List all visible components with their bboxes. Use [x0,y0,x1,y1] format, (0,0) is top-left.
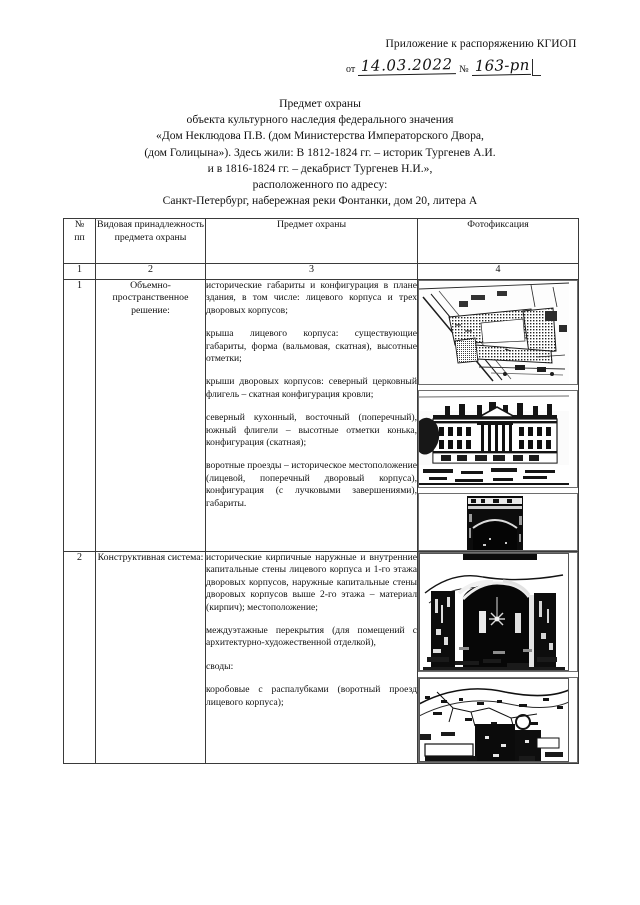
protection-subject-table: № пп Видовая принадлежность предмета охр… [63,218,579,764]
stamp-bracket-mark [532,59,542,76]
subject-paragraph: воротные проезды – историческое местопол… [206,460,417,509]
subject-paragraph: коробовые с распалубками (воротный проез… [206,684,417,708]
vault-detail-photo [418,677,578,763]
approval-title: Приложение к распоряжению КГИОП [385,38,577,50]
approval-number-value: 163-рп [471,56,531,76]
subject-paragraph: междуэтажные перекрытия (для помещений с… [206,625,417,649]
table-row: 2 Конструктивная система: исторические к… [63,551,579,764]
title-line-3: «Дом Неклюдова П.В. (дом Министерства Им… [156,129,484,143]
header-cell-kind: Видовая принадлежность предмета охраны [95,218,206,264]
table-column-number-row: 1 2 3 4 [63,263,579,280]
row-subject: исторические кирпичные наружные и внутре… [205,551,418,764]
title-address-line: Санкт-Петербург, набережная реки Фонтанк… [162,194,478,208]
title-line-4: (дом Голицына»). Здесь жили: В 1812-1824… [144,145,496,159]
subject-paragraph: своды: [206,660,234,672]
subject-paragraph: крыши дворовых корпусов: северный церков… [206,376,417,400]
row-number: 2 [63,551,96,764]
gate-archway-photo [418,493,578,551]
column-number-4: 4 [417,263,579,280]
approval-date-number-line: от 14.03.2022 № 163-рп [346,55,616,76]
vaulted-passage-interior-photo [418,552,578,672]
page-title: Предмет охраны [279,97,361,110]
row-photos [417,279,579,552]
header-number-line2: пп [74,231,85,243]
approval-date-value: 14.03.2022 [357,55,457,76]
row-photos [417,551,579,764]
title-line-5: и в 1816-1824 гг. – декабрист Тургенев Н… [207,161,433,175]
column-number-1: 1 [63,263,96,280]
subject-paragraph: исторические кирпичные наружные и внутре… [206,552,417,613]
header-cell-photo: Фотофиксация [417,218,579,264]
column-number-3: 3 [205,263,418,280]
row-subject: исторические габариты и конфигурация в п… [205,279,418,552]
row-kind: Конструктивная система: [95,551,206,764]
column-number-2: 2 [95,263,206,280]
header-cell-number: № пп [63,218,96,264]
subject-paragraph: крыша лицевого корпуса: существующие габ… [206,328,417,365]
approval-stamp: Приложение к распоряжению КГИОП от 14.03… [346,38,616,76]
title-line-2: объекта культурного наследия федеральног… [186,113,454,127]
approval-date-label: от [346,64,356,75]
header-cell-subject: Предмет охраны [205,218,418,264]
row-kind: Объемно-пространственное решение: [95,279,206,552]
subject-paragraph: исторические габариты и конфигурация в п… [206,280,417,316]
table-row: 1 Объемно-пространственное решение: исто… [63,279,579,552]
document-title-block: Предмет охраны объекта культурного насле… [60,96,580,209]
title-line-6: расположенного по адресу: [252,178,388,192]
subject-paragraph: северный кухонный, восточный (поперечный… [206,412,417,449]
aerial-site-plan-photo [418,280,578,385]
main-facade-photo [418,390,578,488]
table-header-row: № пп Видовая принадлежность предмета охр… [63,218,579,264]
header-number-line1: № [74,219,85,230]
row-number: 1 [63,279,96,552]
approval-number-label: № [459,64,469,75]
